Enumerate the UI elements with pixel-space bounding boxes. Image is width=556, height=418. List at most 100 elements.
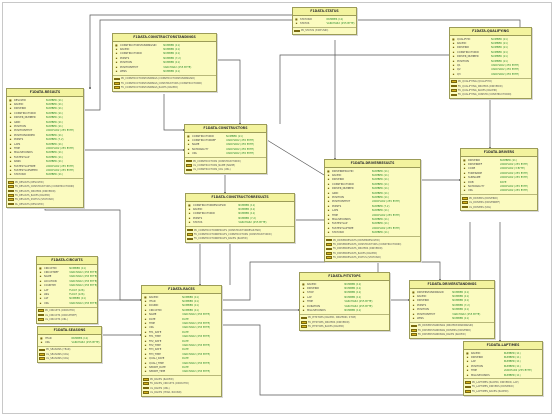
index-row[interactable]: PK_PITSTOPS (RACEID, DRIVERID, STOP) <box>300 316 389 320</box>
index-row[interactable]: UL_CONSTRUCTORS_NAME (NAME) <box>185 163 266 167</box>
index-row[interactable]: UL_CIRCUITS (URL) <box>37 317 97 321</box>
index-row[interactable]: PK_LAPTIMES (RACEID, DRIVERID, LAP) <box>464 380 542 384</box>
index-row[interactable]: FK_QUALIFYING_RACES (RACEID) <box>450 88 531 92</box>
index-row[interactable]: PK_SEASONS (YEAR) <box>38 348 101 352</box>
index-row[interactable]: FK_RESULTS_CONSTRUCTORS (CONSTRUCTORID) <box>7 184 83 188</box>
index-row[interactable]: FK_DRIVERRESULTS_STATUS (STATUSID) <box>325 255 420 259</box>
index-row[interactable]: UL_CONSTRUCTORS_URL (URL) <box>185 168 266 172</box>
index-row[interactable]: FK_RACES_CIRCUITS (CIRCUITID) <box>142 381 221 385</box>
index-row[interactable]: PK_CIRCUITS (CIRCUITID) <box>37 309 97 313</box>
index-row[interactable]: FK_DRIVERRESULTS_RACES (RACEID) <box>325 251 420 255</box>
index-row[interactable]: FK_QUALIFYING_CONSTR (CONSTRUCTORID) <box>450 93 531 97</box>
index-row[interactable]: FK_QUALIFYING_DRIVERS (DRIVERID) <box>450 84 531 88</box>
index-row[interactable]: FK_DRIVERRESULTS_CONSTRUCTORS (CONSTRUCT… <box>325 242 420 246</box>
index-row[interactable]: FK_CONSTRUCTORRESULTS_CONSTRUCTORS (CONS… <box>186 232 294 236</box>
index-row[interactable]: UL_SEASONS (URL) <box>38 352 101 356</box>
index-row[interactable]: PK_CONSTRUCTORSTANDINGS (CONSTRUCTORSTAN… <box>113 77 216 81</box>
index-row[interactable]: FK_RESULTS_DRIVERS (DRIVERID) <box>7 189 83 193</box>
index-row[interactable]: FK_CONSTRUCTORRESULTS_RACES (RACEID) <box>186 237 294 241</box>
index-row[interactable]: PK_DRIVERRESULTS (DRIVERRESULTID) <box>325 238 420 242</box>
table-driverstandings[interactable]: F1DATA.DRIVERSTANDINGS■DRIVERSTANDINGSID… <box>409 280 495 339</box>
index-row[interactable]: PK_QUALIFYING (QUALIFYID) <box>450 80 531 84</box>
index-row[interactable]: FK_DRIVERRESULTS_DRIVERS (DRIVERID) <box>325 247 420 251</box>
